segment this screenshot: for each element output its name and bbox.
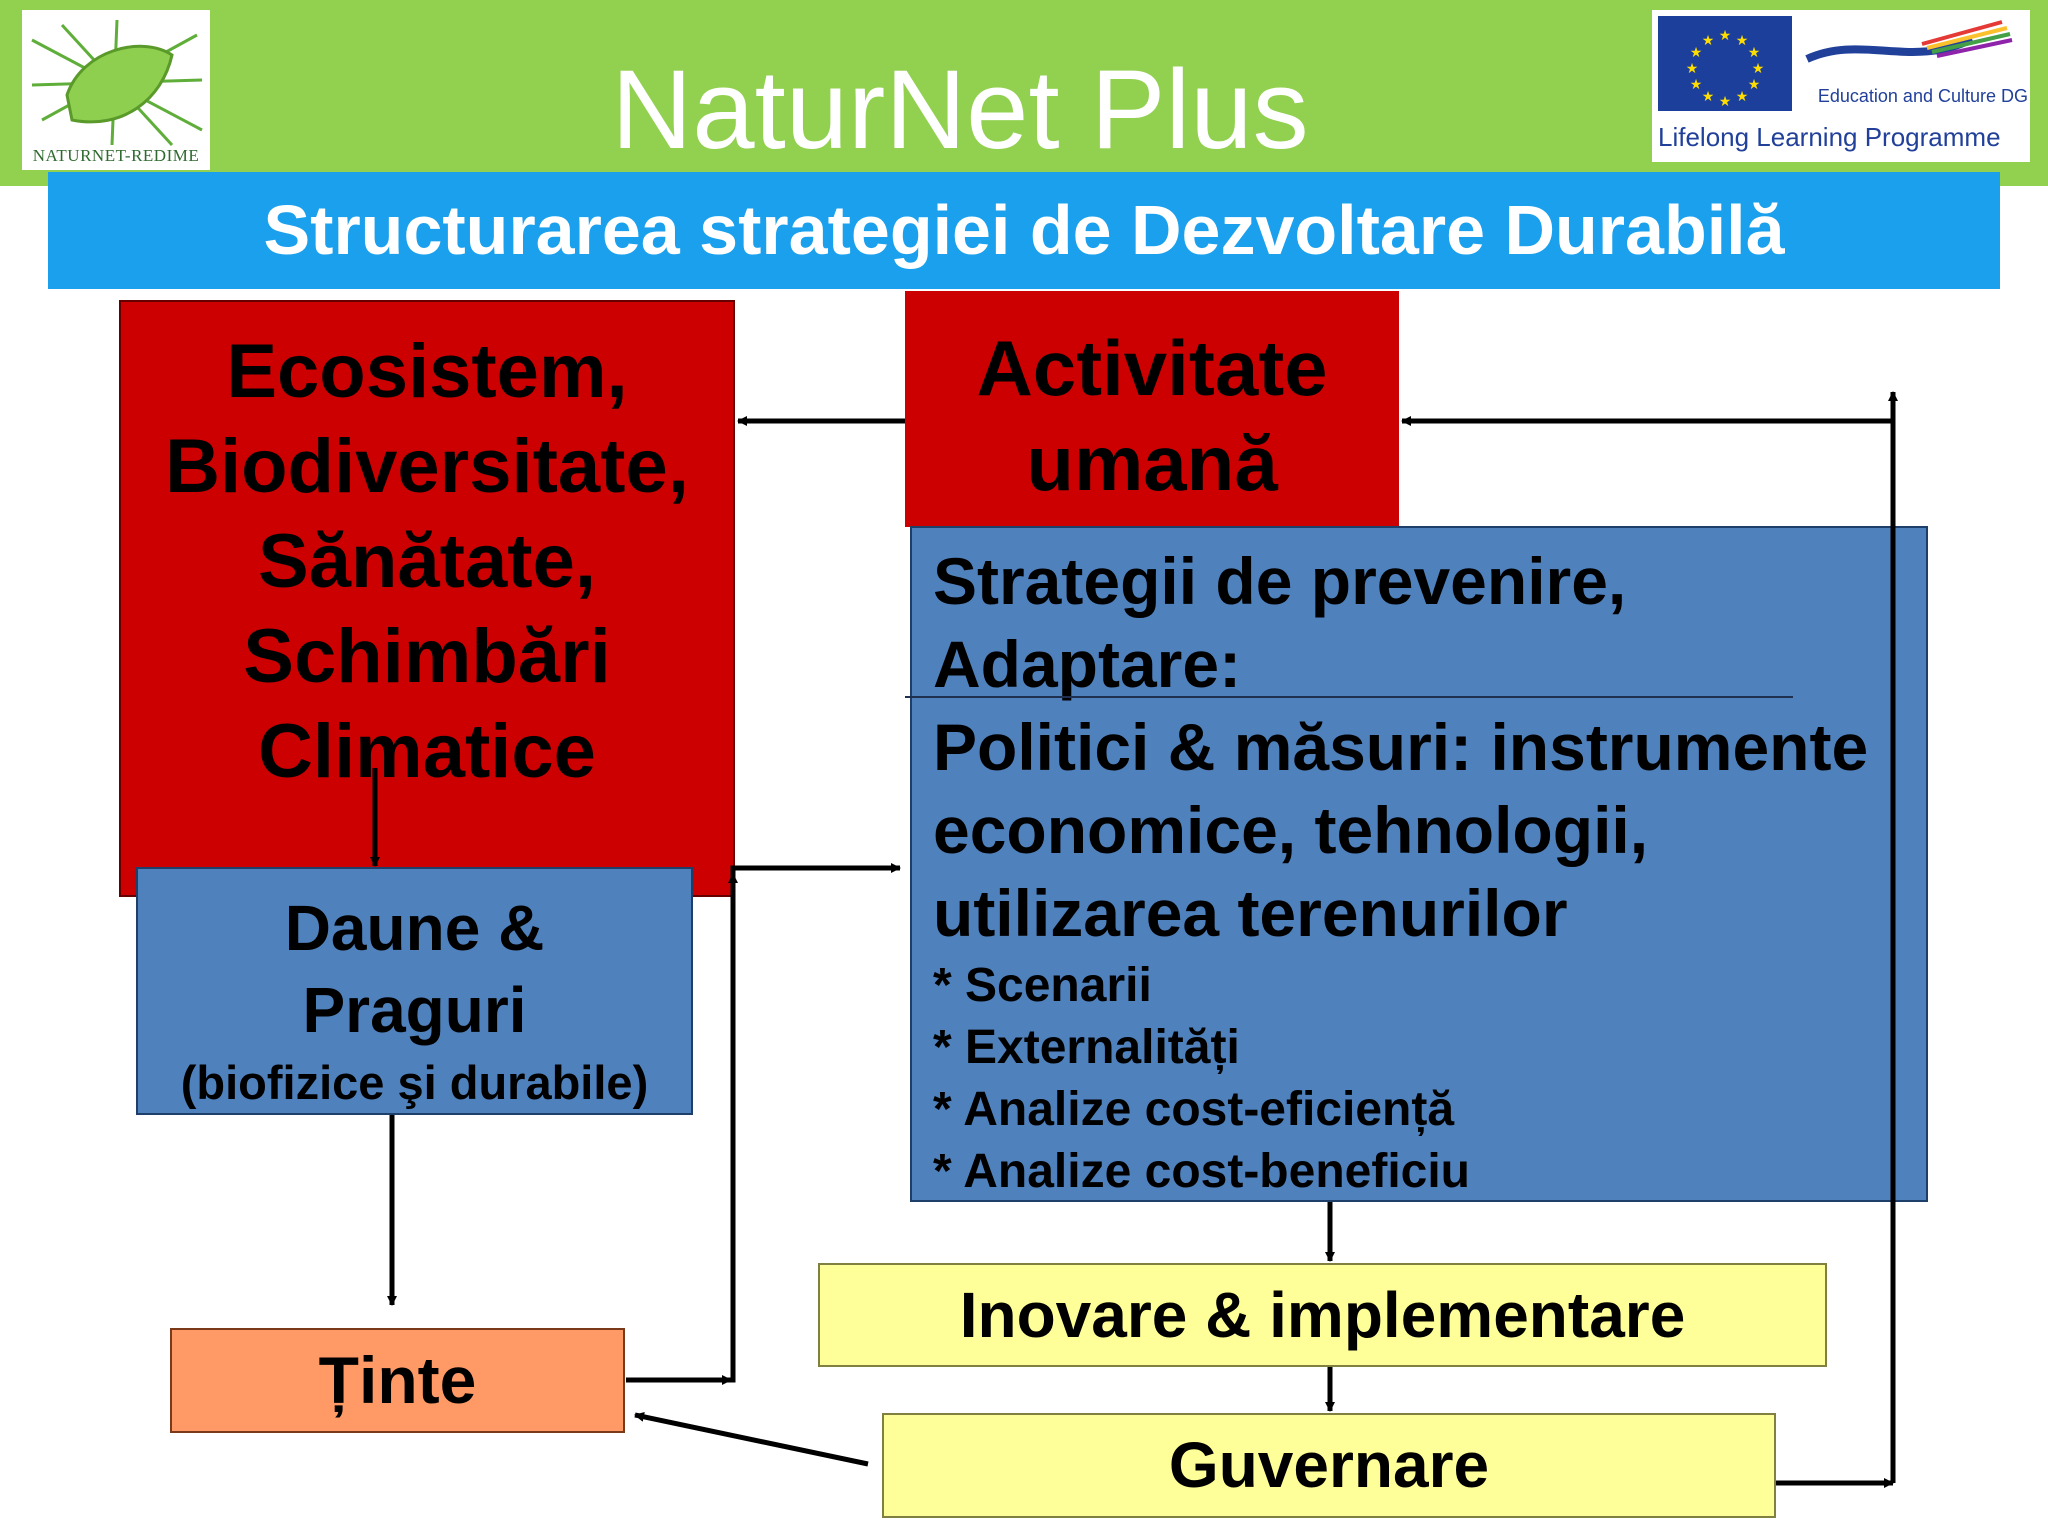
strategies-divider bbox=[905, 696, 1793, 698]
naturnet-logo: NATURNET-REDIME bbox=[22, 10, 210, 170]
governance-box: Guvernare bbox=[882, 1413, 1776, 1518]
lifelong-learning-label: Lifelong Learning Programme bbox=[1658, 122, 2001, 152]
ecosystem-line: Schimbări bbox=[243, 614, 611, 699]
page-title: NaturNet Plus bbox=[611, 47, 1309, 172]
svg-text:★: ★ bbox=[1752, 60, 1765, 76]
education-culture-label: Education and Culture DG bbox=[1817, 86, 2028, 106]
svg-text:★: ★ bbox=[1719, 27, 1732, 43]
svg-text:★: ★ bbox=[1702, 88, 1715, 104]
human-activity-box: Activitate umană bbox=[905, 291, 1399, 527]
svg-text:★: ★ bbox=[1686, 60, 1699, 76]
strategies-bullet: * Analize cost-beneficiu bbox=[933, 1145, 1470, 1198]
human-activity-line: Activitate bbox=[976, 324, 1328, 412]
leaf-net-icon bbox=[31, 19, 203, 147]
svg-text:★: ★ bbox=[1748, 44, 1761, 60]
innovation-box: Inovare & implementare bbox=[818, 1263, 1827, 1367]
damages-thresholds-box: Daune & Praguri (biofizice şi durabile) bbox=[136, 867, 693, 1115]
strategies-line: economice, tehnologii, bbox=[933, 793, 1649, 867]
damages-line: Praguri bbox=[302, 974, 527, 1046]
strategies-line: Adaptare: bbox=[933, 627, 1242, 701]
ecosystem-line: Ecosistem, bbox=[226, 329, 628, 414]
subtitle-bar: Structurarea strategiei de Dezvoltare Du… bbox=[48, 172, 2000, 289]
ecosystem-box: Ecosistem, Biodiversitate, Sănătate, Sch… bbox=[119, 300, 735, 897]
svg-text:★: ★ bbox=[1702, 32, 1715, 48]
human-activity-line: umană bbox=[1026, 419, 1278, 507]
strategies-line: Politici & măsuri: instrumente bbox=[933, 710, 1869, 784]
strategies-box: Strategii de prevenire, Adaptare: Politi… bbox=[910, 526, 1928, 1202]
education-swoosh-icon bbox=[1805, 20, 2013, 63]
strategies-bullet: * Scenarii bbox=[933, 959, 1152, 1012]
targets-box: Ținte bbox=[170, 1328, 625, 1433]
svg-text:★: ★ bbox=[1748, 76, 1761, 92]
ecosystem-line: Climatice bbox=[258, 709, 596, 794]
strategies-line: Strategii de prevenire, bbox=[933, 544, 1627, 618]
logo-left-caption: NATURNET-REDIME bbox=[32, 146, 200, 165]
svg-text:★: ★ bbox=[1690, 76, 1703, 92]
svg-text:★: ★ bbox=[1736, 32, 1749, 48]
svg-text:★: ★ bbox=[1736, 88, 1749, 104]
strategies-bullet: * Analize cost-eficiență bbox=[933, 1083, 1455, 1136]
eu-llp-logo: ★ ★ ★ ★ ★ ★ ★ ★ ★ ★ ★ ★ Education and Cu… bbox=[1652, 10, 2030, 162]
arrow-governance-to-targets bbox=[634, 1411, 869, 1467]
ecosystem-line: Sănătate, bbox=[258, 519, 596, 604]
strategies-bullet: * Externalități bbox=[933, 1021, 1240, 1074]
damages-line: Daune & bbox=[284, 892, 545, 964]
strategies-line: utilizarea terenurilor bbox=[933, 876, 1568, 950]
ecosystem-line: Biodiversitate, bbox=[165, 424, 689, 509]
damages-subtitle: (biofizice şi durabile) bbox=[180, 1056, 649, 1109]
eu-flag-icon: ★ ★ ★ ★ ★ ★ ★ ★ ★ ★ ★ ★ bbox=[1658, 16, 1792, 111]
svg-text:★: ★ bbox=[1719, 93, 1732, 109]
svg-text:★: ★ bbox=[1690, 44, 1703, 60]
